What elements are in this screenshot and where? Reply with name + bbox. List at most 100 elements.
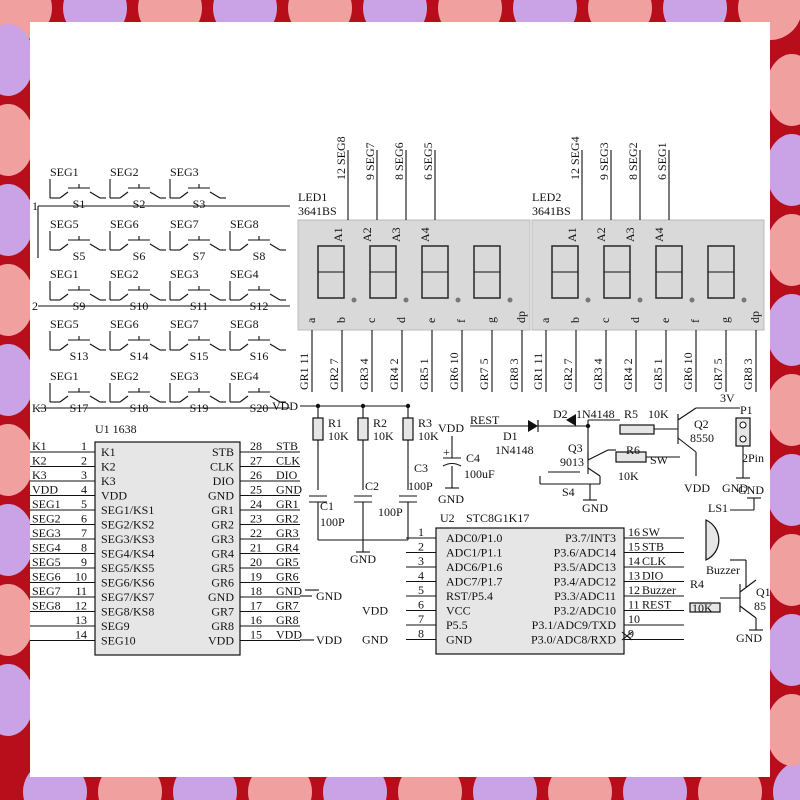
- capacitor-value: 100P: [408, 479, 433, 493]
- u1-title: U1 1638: [95, 422, 137, 436]
- diode-value: 1N4148: [495, 443, 534, 457]
- switch-seg-label: SEG6: [110, 317, 139, 331]
- decimal-point: [507, 297, 513, 303]
- switch-seg-label: SEG7: [170, 217, 199, 231]
- circuit-schematic: SEG1S1SEG2S2SEG3S3SEG5S5SEG6S6SEG7S7SEG8…: [30, 136, 770, 656]
- u1-pin-number: 1: [81, 439, 87, 453]
- led1-digit-label: A4: [418, 227, 432, 242]
- u1-pin-name: SEG3/KS3: [101, 532, 154, 546]
- keyscan-label: 1: [32, 199, 38, 213]
- led1-digit-label: A1: [331, 227, 345, 242]
- u2-pin-number: 13: [628, 569, 640, 583]
- gnd-label: GND: [582, 501, 608, 515]
- led1-digit-label: A3: [389, 227, 403, 242]
- led1-digit-label: A2: [360, 227, 374, 242]
- switch-contact: [119, 395, 129, 403]
- frame-bubble: [766, 534, 800, 606]
- u1-pin-number: 7: [81, 526, 87, 540]
- u1-pin-number: 5: [81, 497, 87, 511]
- led2-name: LED2: [532, 190, 561, 204]
- transistor-lead: [677, 407, 697, 421]
- switch-contact: [59, 243, 69, 251]
- switch-contact: [209, 395, 221, 403]
- switch-designator: S8: [253, 249, 266, 263]
- led2-segment-label: d: [628, 317, 642, 323]
- u1-pin-number: 17: [250, 599, 262, 613]
- vdd-label: VDD: [272, 399, 298, 413]
- frame-bubble: [766, 214, 800, 286]
- switch-seg-label: SEG2: [110, 165, 139, 179]
- led2-bottom-pin-label: GR1 11: [531, 353, 545, 390]
- switch-designator: S10: [130, 299, 149, 313]
- decimal-point: [637, 297, 643, 303]
- switch-designator: S19: [190, 401, 209, 415]
- switch-designator: S7: [193, 249, 206, 263]
- u2-net-label: SW: [642, 525, 661, 539]
- connector-value: 2Pin: [742, 451, 764, 465]
- u2-part: STC8G1K17: [466, 511, 529, 525]
- u2-net-label: GND: [362, 633, 388, 647]
- u1-pin-number: 27: [250, 454, 262, 468]
- u2-pin-name: P3.4/ADC12: [554, 575, 616, 589]
- switch-contact: [239, 343, 249, 351]
- u2-pin-name: GND: [446, 633, 472, 647]
- switch-seg-label: SEG8: [230, 317, 259, 331]
- led2-top-pin-label: 6 SEG1: [655, 142, 669, 180]
- switch-seg-label: SEG2: [110, 267, 139, 281]
- voltage-label: 3V: [720, 391, 735, 405]
- u1-pin-name: SEG4/KS4: [101, 547, 154, 561]
- switch-seg-label: SEG2: [110, 369, 139, 383]
- connector-name: P1: [740, 403, 753, 417]
- led1-top-pin-label: 6 SEG5: [421, 142, 435, 180]
- u2-pin-name: P3.6/ADC14: [554, 546, 616, 560]
- led2-top-pin-label: 8 SEG2: [626, 142, 640, 180]
- u1-pin-name: GR2: [211, 518, 234, 532]
- gnd-label: GND: [738, 483, 764, 497]
- u2-net-label: VDD: [362, 604, 388, 618]
- switch-contact: [179, 343, 189, 351]
- resistor-value: 10K: [618, 469, 639, 483]
- led2-bottom-pin-label: GR6 10: [681, 352, 695, 390]
- u1-pin-number: 19: [250, 570, 262, 584]
- frame-bubble: [766, 694, 800, 766]
- u2-net-label: Buzzer: [642, 583, 676, 597]
- resistor-name: R2: [373, 416, 387, 430]
- frame-bubble: [766, 54, 800, 126]
- switch-contact: [89, 395, 101, 403]
- switch-designator: S13: [70, 349, 89, 363]
- diode-value: 1N4148: [576, 407, 615, 421]
- switch-seg-label: SEG5: [50, 217, 79, 231]
- u2-pin-number: 3: [418, 554, 424, 568]
- u1-net-label: SEG4: [32, 541, 61, 555]
- transistor-name: Q1: [756, 585, 770, 599]
- u1-net-label: SEG1: [32, 497, 61, 511]
- transistor-lead: [739, 579, 757, 593]
- u2-pin-number: 6: [418, 598, 424, 612]
- u1-pin-name: VDD: [101, 489, 127, 503]
- u1-net-label: GR3: [276, 526, 299, 540]
- led1-bottom-pin-label: GR4 2: [387, 358, 401, 390]
- keyscan-label: K3: [32, 401, 47, 415]
- frame-bubble: [0, 664, 34, 736]
- u1-pin-name: K2: [101, 460, 116, 474]
- u1-pin-name: GR5: [211, 561, 234, 575]
- u2-pin-number: 10: [628, 612, 640, 626]
- u2-net-label: REST: [642, 598, 672, 612]
- u2-pin-name: P3.5/ADC13: [554, 560, 616, 574]
- resistor-name: R1: [328, 416, 342, 430]
- u2-pin-name: ADC1/P1.1: [446, 546, 502, 560]
- u2-pin-number: 8: [418, 627, 424, 641]
- resistor-value: 10K: [418, 429, 439, 443]
- u2-pin-number: 11: [628, 598, 640, 612]
- resistor-name: R3: [418, 416, 432, 430]
- led1-segment-label: d: [394, 317, 408, 323]
- u1-pin-name: SEG2/KS2: [101, 518, 154, 532]
- u2-net-label: CLK: [642, 554, 666, 568]
- led1-top-pin-label: 9 SEG7: [363, 142, 377, 180]
- u1-net-label: GR2: [276, 512, 299, 526]
- gnd-label: GND: [316, 589, 342, 603]
- switch-contact: [89, 191, 101, 199]
- u2-pin-name: ADC6/P1.6: [446, 560, 502, 574]
- buzzer-name: LS1: [708, 501, 728, 515]
- led2-segment-label: a: [538, 317, 552, 323]
